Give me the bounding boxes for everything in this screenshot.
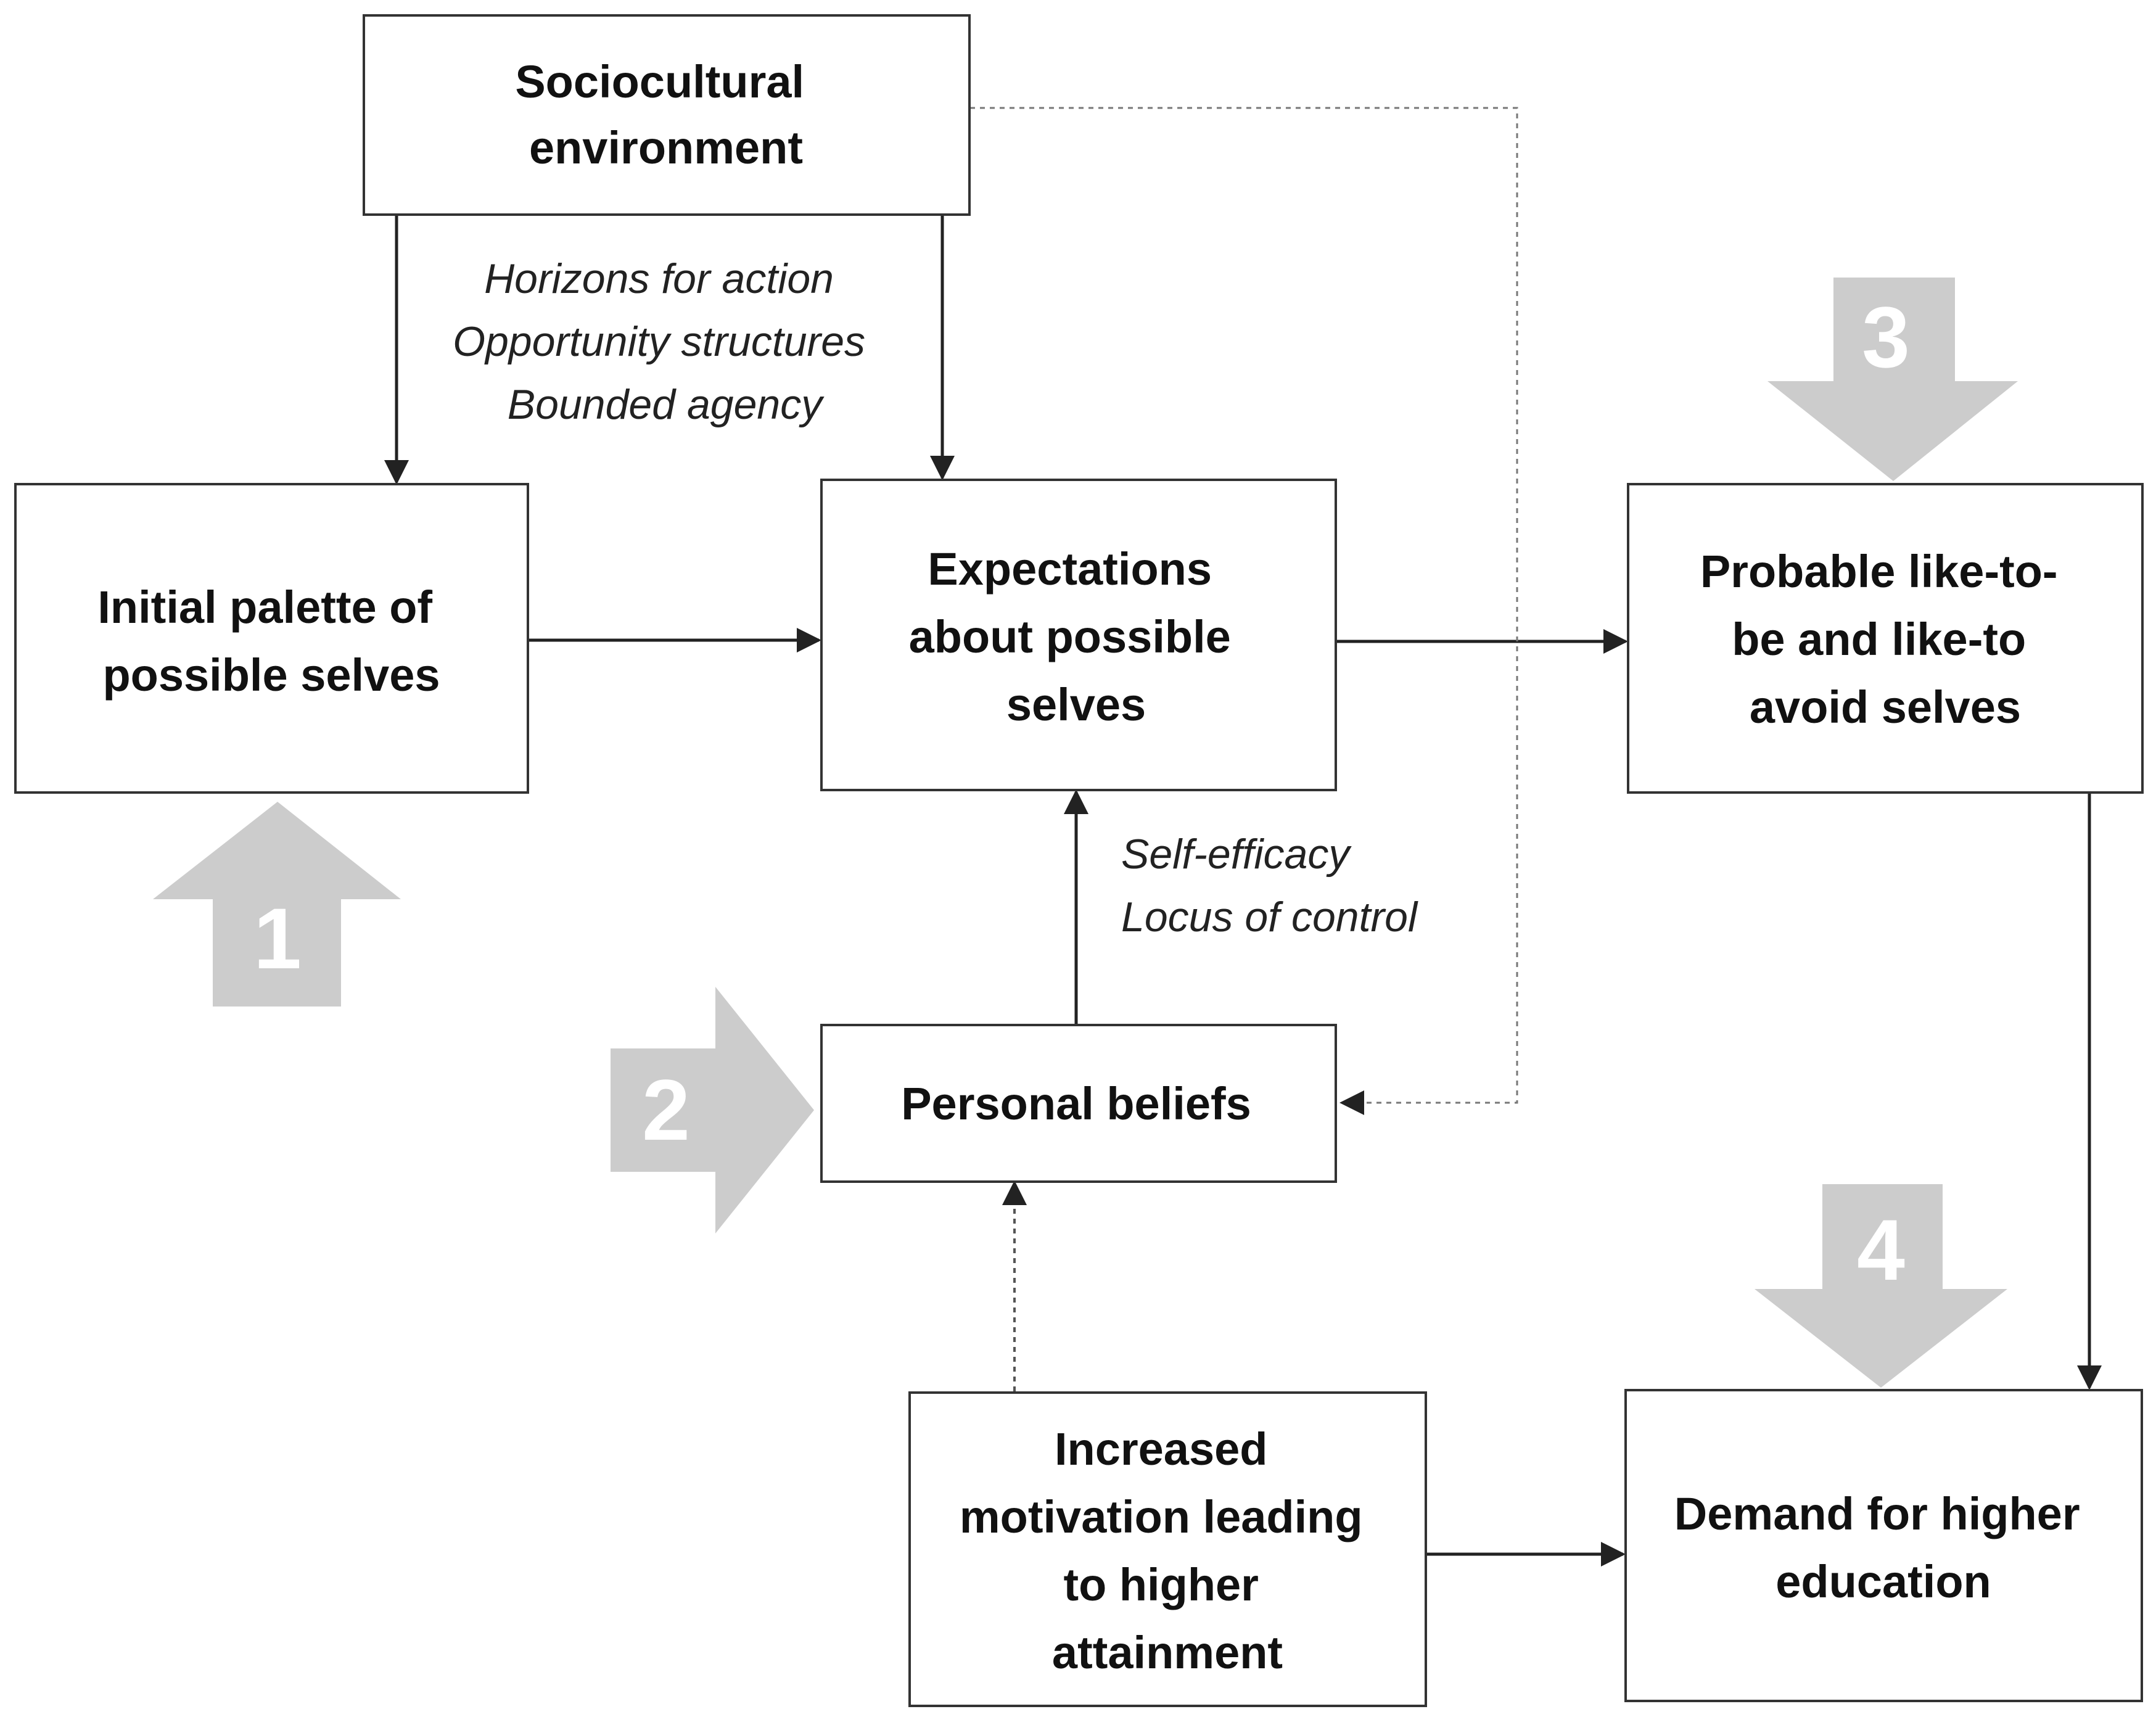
- svg-text:Personal beliefs: Personal beliefs: [901, 1078, 1251, 1129]
- step-number-3: 3: [1862, 289, 1910, 385]
- step-arrow-3: 3: [1767, 278, 2018, 481]
- personal-beliefs-line-1: Personal beliefs: [901, 1078, 1251, 1129]
- motivation-line-4: attainment: [1052, 1627, 1283, 1678]
- step-arrow-1: 1: [153, 802, 401, 1007]
- demand-line-1: Demand for higher: [1674, 1488, 2080, 1539]
- step-arrow-2: 2: [611, 987, 814, 1233]
- personal-beliefs-box: Personal beliefs: [820, 1024, 1337, 1183]
- step-arrow-4: 4: [1755, 1184, 2007, 1388]
- connector-sociocultural-to-personal-beliefs: [970, 107, 1518, 1115]
- probable-line-2: be and like-to: [1732, 614, 2026, 665]
- motivation-line-1: Increased: [1055, 1423, 1268, 1475]
- initial-palette-line-2: possible selves: [102, 649, 440, 701]
- step-number-2: 2: [642, 1061, 690, 1158]
- motivation-line-2: motivation leading: [960, 1491, 1363, 1542]
- annotation-horizons: Horizons for action: [484, 255, 834, 302]
- demand-higher-education-box: Demand for higher education: [1624, 1389, 2143, 1702]
- annotation-locus-of-control: Locus of control: [1121, 894, 1418, 941]
- sociocultural-environment-box: Sociocultural environment: [363, 14, 971, 216]
- belief-factors-annotation: Self-efficacy Locus of control: [1121, 831, 1418, 941]
- svg-text:Initial palette of possi: Initial palette of possible selves: [97, 582, 445, 701]
- svg-text:Demand for higher educat: Demand for higher education: [1674, 1488, 2092, 1607]
- step-number-1: 1: [253, 890, 302, 987]
- probable-selves-box: Probable like-to- be and like-to avoid s…: [1627, 483, 2144, 794]
- expectations-line-3: selves: [1006, 679, 1146, 730]
- svg-text:Sociocultural environmen: Sociocultural environment: [515, 56, 817, 173]
- step-number-4: 4: [1857, 1201, 1905, 1298]
- initial-palette-line-1: Initial palette of: [97, 582, 432, 633]
- initial-palette-box: Initial palette of possible selves: [14, 483, 529, 794]
- probable-line-3: avoid selves: [1750, 681, 2021, 733]
- svg-text:Increased motivation lea: Increased motivation leading to higher a…: [960, 1423, 1375, 1678]
- annotation-opportunity: Opportunity structures: [453, 318, 865, 365]
- svg-text:Expectations about possi: Expectations about possible selves: [909, 543, 1244, 730]
- expectations-line-1: Expectations: [928, 543, 1212, 595]
- demand-line-2: education: [1775, 1556, 1991, 1607]
- expectations-box: Expectations about possible selves: [820, 479, 1337, 791]
- increased-motivation-box: Increased motivation leading to higher a…: [908, 1391, 1427, 1707]
- motivation-line-3: to higher: [1063, 1559, 1259, 1610]
- probable-line-1: Probable like-to-: [1700, 546, 2058, 597]
- sociocultural-factors-annotation: Horizons for action Opportunity structur…: [453, 255, 877, 428]
- expectations-line-2: about possible: [909, 611, 1231, 662]
- sociocultural-line-1: Sociocultural: [515, 56, 804, 107]
- svg-text:Probable like-to- be and: Probable like-to- be and like-to avoid s…: [1700, 546, 2070, 733]
- annotation-bounded-agency: Bounded agency: [508, 381, 825, 428]
- sociocultural-line-2: environment: [529, 122, 803, 173]
- annotation-self-efficacy: Self-efficacy: [1121, 831, 1352, 878]
